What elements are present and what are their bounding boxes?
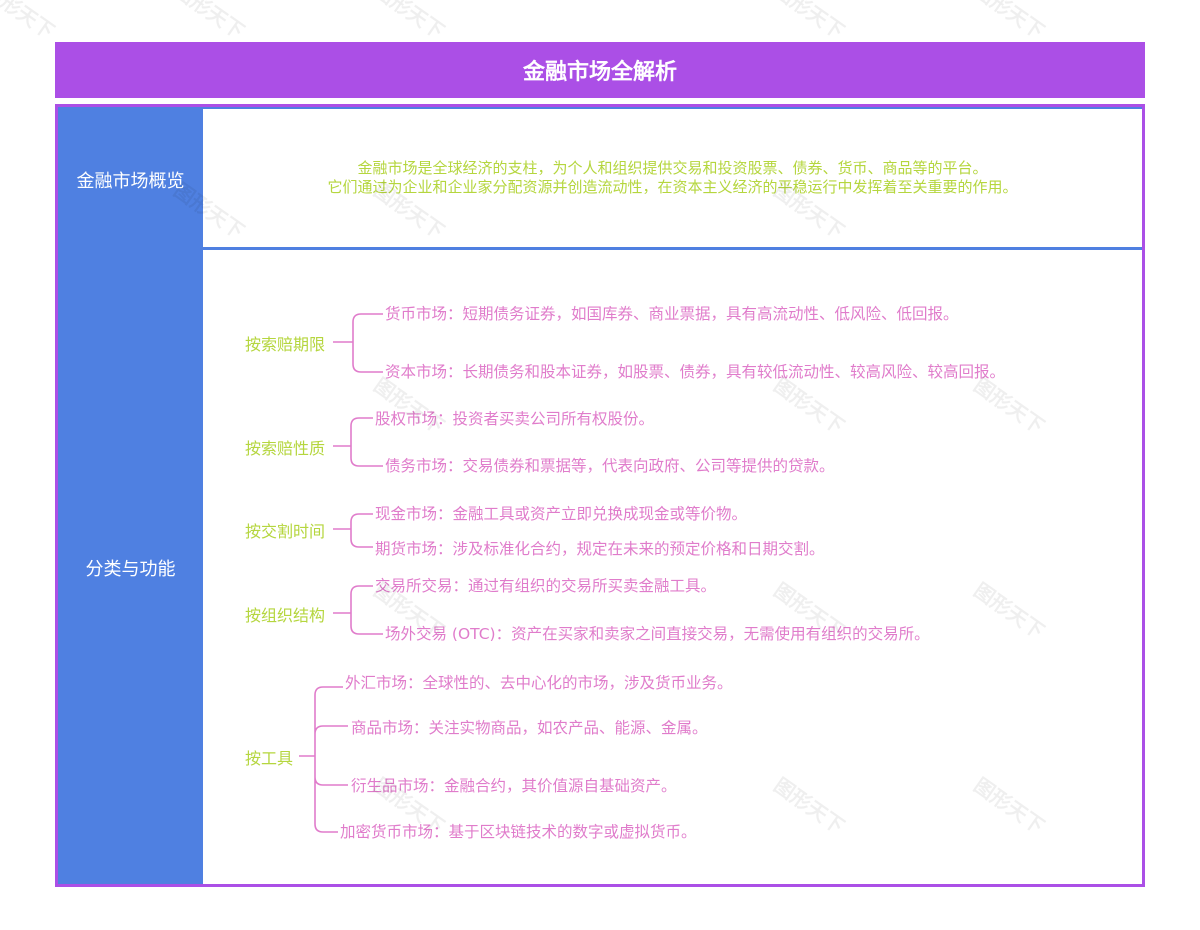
classification-content: 按索赔期限 货币市场：短期债务证券，如国库券、商业票据，具有高流动性、低风险、低… [203, 254, 1142, 884]
leaf-item: 衍生品市场：金融合约，其价值源自基础资产。 [351, 777, 677, 795]
category-by-instrument: 按工具 [245, 749, 294, 768]
category-by-delivery-time: 按交割时间 [245, 522, 326, 541]
leaf-item: 交易所交易：通过有组织的交易所买卖金融工具。 [375, 577, 717, 595]
leaf-item: 现金市场：金融工具或资产立即兑换成现金或等价物。 [375, 505, 748, 523]
leaf-item: 加密货币市场：基于区块链技术的数字或虚拟货币。 [340, 823, 697, 841]
overview-line-2: 它们通过为企业和企业家分配资源并创造流动性，在资本主义经济的平稳运行中发挥着至关… [327, 178, 1018, 196]
watermark: 图形天下 [969, 0, 1049, 44]
leaf-item: 场外交易 (OTC)：资产在买家和卖家之间直接交易，无需使用有组织的交易所。 [385, 625, 930, 643]
watermark: 图形天下 [369, 0, 449, 44]
watermark: 图形天下 [0, 0, 59, 44]
connector-lines [299, 313, 383, 833]
watermark: 图形天下 [769, 0, 849, 44]
leaf-item: 期货市场：涉及标准化合约，规定在未来的预定价格和日期交割。 [375, 540, 825, 558]
watermark: 图形天下 [169, 0, 249, 44]
leaf-item: 外汇市场：全球性的、去中心化的市场，涉及货币业务。 [345, 674, 733, 692]
leaf-item: 股权市场：投资者买卖公司所有权股份。 [375, 410, 655, 428]
category-by-claim-nature: 按索赔性质 [245, 439, 326, 458]
leaf-item: 资本市场：长期债务和股本证券，如股票、债券，具有较低流动性、较高风险、较高回报。 [385, 363, 1006, 381]
leaf-item: 债务市场：交易债券和票据等，代表向政府、公司等提供的贷款。 [385, 457, 835, 475]
leaf-item: 商品市场：关注实物商品，如农产品、能源、金属。 [351, 719, 708, 737]
mindmap-table: 金融市场概览 金融市场是全球经济的支柱，为个人和组织提供交易和投资股票、债券、货… [55, 104, 1145, 887]
overview-line-1: 金融市场是全球经济的支柱，为个人和组织提供交易和投资股票、债券、货币、商品等的平… [357, 159, 988, 177]
row-label-overview: 金融市场概览 [58, 107, 203, 252]
overview-content: 金融市场是全球经济的支柱，为个人和组织提供交易和投资股票、债券、货币、商品等的平… [203, 107, 1142, 250]
category-by-org-structure: 按组织结构 [245, 606, 326, 625]
leaf-item: 货币市场：短期债务证券，如国库券、商业票据，具有高流动性、低风险、低回报。 [385, 305, 959, 323]
page-title: 金融市场全解析 [55, 42, 1145, 98]
category-by-claim-term: 按索赔期限 [245, 335, 326, 354]
row-label-classification: 分类与功能 [58, 252, 203, 884]
